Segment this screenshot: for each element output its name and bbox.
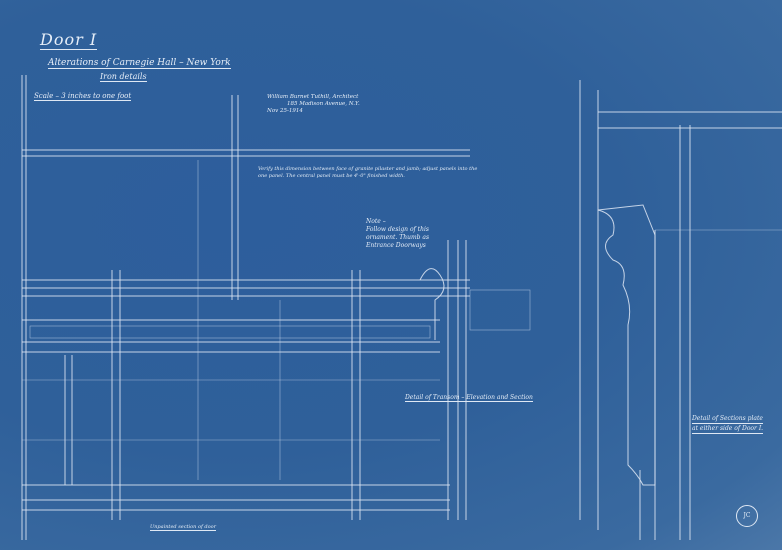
- drawing-subject: Iron details: [100, 72, 147, 82]
- transom-label: Detail of Transom – Elevation and Sectio…: [405, 394, 533, 402]
- stamp-mark: JC: [736, 505, 758, 527]
- bottom-label: Unpainted section of door: [150, 524, 217, 531]
- ornament-note-line: Note –: [366, 218, 386, 225]
- dimension-note: Verify this dimension between face of gr…: [258, 166, 478, 179]
- architect-block: William Burnet Tuthill, Architect 185 Ma…: [267, 94, 360, 115]
- section-label-line: Detail of Sections plate: [692, 415, 764, 424]
- ornament-note-line: Entrance Doorways: [366, 242, 426, 249]
- section-label: Detail of Sections plate at either side …: [692, 414, 764, 434]
- section-label-line: at either side of Door I.: [692, 425, 764, 434]
- drawing-scale: Scale – 3 inches to one foot: [34, 92, 132, 101]
- door-elevation: [21, 75, 531, 540]
- drawing-subtitle: Alterations of Carnegie Hall – New York: [48, 58, 231, 69]
- architect-address: 185 Madison Avenue, N.Y.: [287, 101, 360, 107]
- ornament-note-line: Follow design of this: [366, 226, 429, 233]
- ornament-note-line: ornament. Thumb as: [366, 234, 430, 241]
- architect-name: William Burnet Tuthill, Architect: [267, 94, 359, 100]
- drawing-date: Nov 25-1914: [267, 108, 303, 114]
- section-profile: [579, 80, 782, 540]
- drawing-title: Door I: [40, 30, 98, 50]
- ornament-note: Note – Follow design of this ornament. T…: [366, 218, 429, 250]
